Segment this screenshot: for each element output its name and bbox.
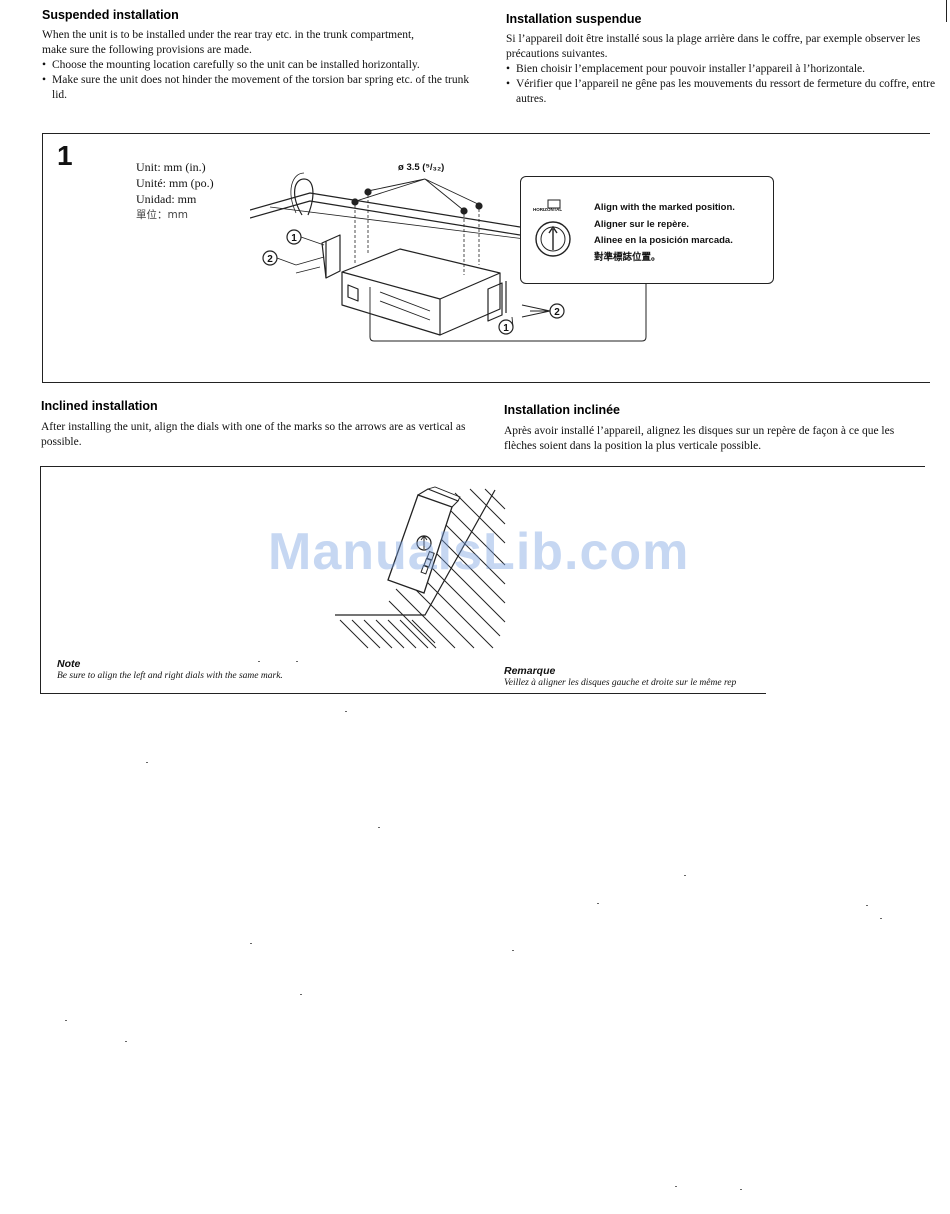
- figure2-top-rule: [40, 466, 925, 467]
- inclined-fr-text: Après avoir installé l’appareil, alignez…: [504, 425, 895, 452]
- callout-line: 對準標誌位置。: [594, 251, 661, 263]
- scan-speck: [378, 827, 380, 828]
- step-number: 1: [57, 140, 73, 171]
- alignment-callout: HORIZONTAL Align with the marked positio…: [520, 176, 774, 284]
- scan-speck: [65, 1020, 67, 1021]
- suspended-en-bullets: Choose the mounting location carefully s…: [42, 58, 472, 103]
- suspended-fr-intro: Si l’appareil doit être installé sous la…: [506, 33, 921, 60]
- scan-speck: [345, 711, 347, 712]
- marker-1: 1: [503, 323, 509, 334]
- scan-speck: [296, 661, 298, 662]
- scan-speck: [250, 943, 252, 944]
- unit-line: Unidad: mm: [136, 192, 197, 206]
- inclined-installation-illustration: [335, 486, 506, 649]
- remarque-block: Remarque Veillez à aligner les disques g…: [504, 665, 736, 688]
- watermark: ManualsLib.com: [268, 523, 690, 581]
- suspended-installation-illustration: 1 2 1 2: [250, 172, 647, 342]
- suspended-fr-bullets: Bien choisir l’emplacement pour pouvoir …: [506, 62, 946, 107]
- remarque-text: Veillez à aligner les disques gauche et …: [504, 678, 737, 688]
- inclined-fr-section: Installation inclinée Après avoir instal…: [504, 403, 934, 454]
- marker-2: 2: [267, 254, 273, 265]
- figure2-left-rule: [40, 466, 41, 694]
- callout-line: Alinee en la posición marcada.: [594, 235, 733, 246]
- suspended-fr-section: Installation suspendue Si l’appareil doi…: [506, 12, 946, 107]
- marker-1: 1: [291, 233, 297, 244]
- suspended-fr-bullet: Vérifier que l’appareil ne gêne pas les …: [506, 77, 946, 107]
- scan-speck: [512, 950, 514, 951]
- note-block: Note Be sure to align the left and right…: [57, 658, 283, 681]
- unit-line: 單位：mm: [136, 209, 188, 221]
- callout-line: Align with the marked position.: [594, 202, 735, 213]
- suspended-fr-heading: Installation suspendue: [506, 12, 642, 26]
- scan-speck: [684, 875, 686, 876]
- inclined-en-text: After installing the unit, align the dia…: [41, 421, 466, 448]
- callout-text: Align with the marked position. Aligner …: [594, 200, 735, 266]
- scan-speck: [675, 1186, 677, 1187]
- callout-line: Aligner sur le repère.: [594, 218, 690, 230]
- figure1-top-rule: [42, 133, 930, 134]
- scan-speck: [125, 1041, 127, 1042]
- suspended-en-heading: Suspended installation: [42, 8, 179, 22]
- figure1-left-rule: [42, 133, 43, 383]
- inclined-en-section: Inclined installation After installing t…: [41, 399, 481, 450]
- remarque-title: Remarque: [504, 665, 556, 677]
- suspended-en-intro: When the unit is to be installed under t…: [42, 29, 415, 56]
- inclined-fr-heading: Installation inclinée: [504, 403, 620, 417]
- scan-speck: [597, 903, 599, 904]
- page-edge-mark: [946, 0, 947, 22]
- scan-speck: [146, 762, 148, 763]
- suspended-en-bullet: Choose the mounting location carefully s…: [42, 58, 424, 73]
- units-legend: Unit: mm (in.) Unité: mm (po.) Unidad: m…: [136, 159, 214, 223]
- scan-speck: [866, 905, 868, 906]
- scan-speck: [258, 661, 260, 662]
- screw-dimension-label: ø 3.5 (⁵/₃₂): [398, 162, 445, 173]
- note-title: Note: [57, 658, 81, 670]
- figure1-bottom-rule: [42, 382, 930, 383]
- marker-2: 2: [554, 307, 560, 318]
- suspended-en-bullet: Make sure the unit does not hinder the m…: [42, 73, 472, 103]
- suspended-en-section: Suspended installation When the unit is …: [42, 8, 472, 103]
- scan-speck: [740, 1189, 742, 1190]
- figure2-bottom-rule: [40, 693, 766, 694]
- suspended-fr-bullet: Bien choisir l’emplacement pour pouvoir …: [506, 62, 946, 77]
- unit-line: Unité: mm (po.): [136, 176, 214, 190]
- horizontal-label: HORIZONTAL: [533, 207, 563, 212]
- scan-speck: [880, 918, 882, 919]
- inclined-en-heading: Inclined installation: [41, 399, 158, 413]
- scan-speck: [300, 994, 302, 995]
- note-text: Be sure to align the left and right dial…: [57, 671, 283, 681]
- horizontal-dial-icon: [535, 199, 571, 257]
- unit-line: Unit: mm (in.): [136, 160, 206, 174]
